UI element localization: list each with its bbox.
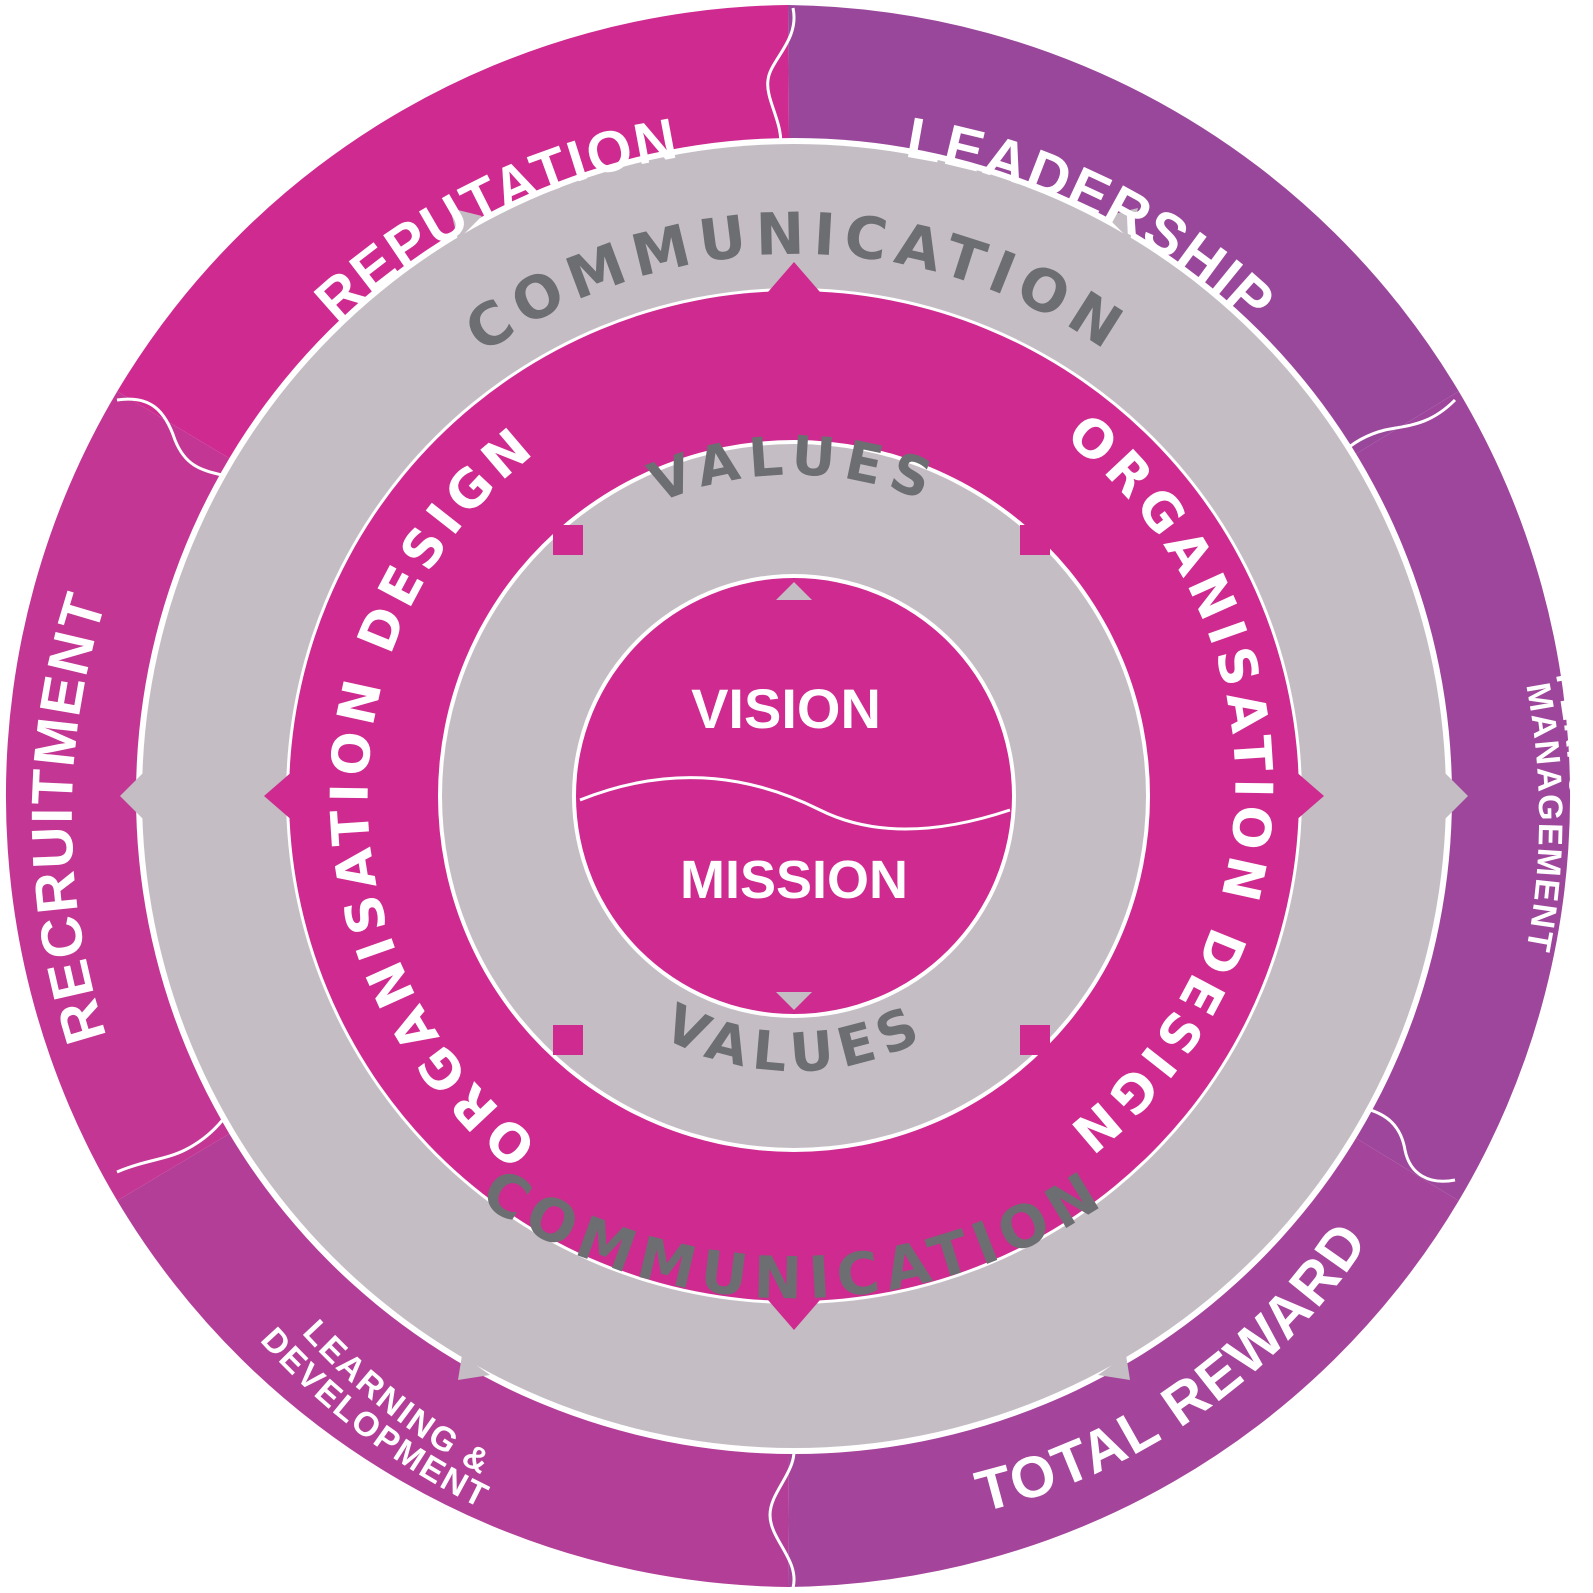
core-circle — [572, 574, 1016, 1018]
label-mission: MISSION — [680, 850, 908, 910]
vision-mission-divider — [579, 776, 1011, 831]
label-vision: VISION — [691, 677, 881, 740]
